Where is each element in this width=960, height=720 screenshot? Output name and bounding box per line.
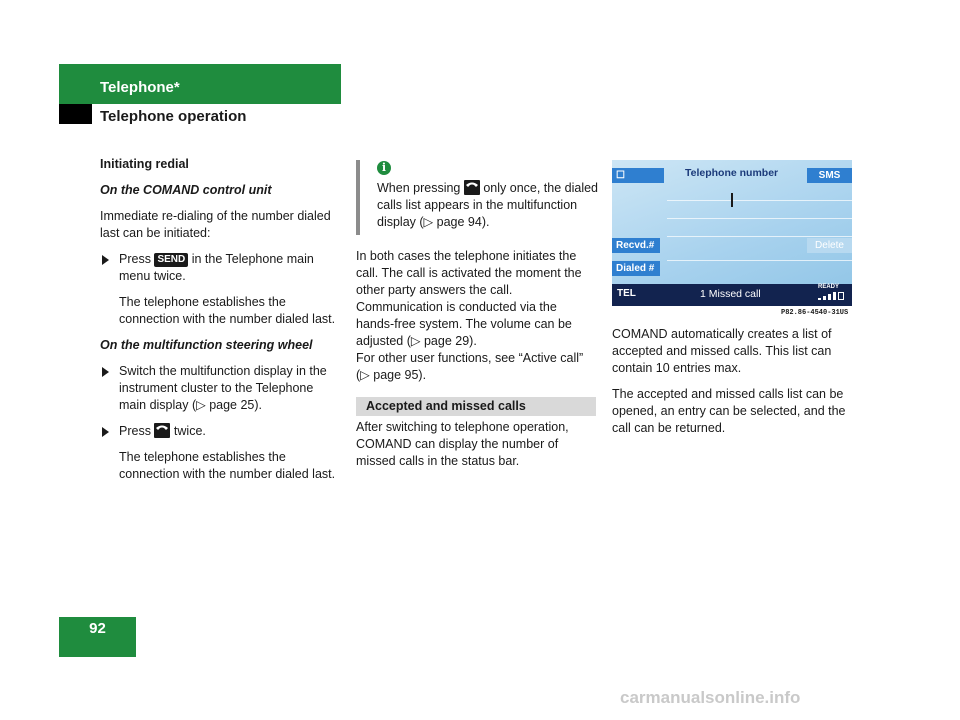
active-call-reference: For other user functions, see “Active ca…: [356, 351, 584, 382]
step-press-phone: Press twice.: [100, 423, 340, 440]
screen-line: [667, 200, 852, 201]
send-key-icon: SEND: [154, 253, 189, 267]
figure-caption: P82.86-4540-31US: [781, 309, 849, 317]
section-heading-accepted-missed: Accepted and missed calls: [366, 399, 526, 413]
screen-title: Telephone number: [685, 167, 779, 179]
middle-column: In both cases the telephone initiates th…: [356, 248, 596, 393]
calls-description-text: In both cases the telephone initiates th…: [356, 249, 582, 348]
screen-ready-label: READY: [818, 284, 840, 290]
screen-line: [667, 218, 852, 219]
screen-dialed-button: Dialed #: [612, 261, 660, 276]
phone-key-icon: [154, 423, 171, 438]
comand-intro-text: Immediate re-dialing of the number diale…: [100, 209, 331, 240]
screen-line: [667, 260, 852, 261]
screen-phonebook-button: ☐: [612, 168, 664, 183]
phonebook-icon: ☐: [616, 170, 625, 181]
phone-key-icon: [463, 180, 480, 195]
heading-initiating-redial: Initiating redial: [100, 157, 189, 171]
comand-display-screenshot: ☐ Telephone number SMS Recvd.# Delete Di…: [612, 160, 852, 306]
missed-calls-text: After switching to telephone operation, …: [356, 420, 569, 468]
step1-result-text: The telephone establishes the connection…: [119, 295, 336, 326]
screen-sms-button: SMS: [807, 168, 852, 183]
heading-steering-wheel: On the multifunction steering wheel: [100, 338, 313, 352]
subsection-title: Telephone operation: [100, 108, 247, 125]
step-switch-display: Switch the multifunction display in the …: [100, 363, 340, 414]
page-number-box: [59, 617, 136, 657]
screen-delete-button: Delete: [807, 238, 852, 253]
calls-list-usage: The accepted and missed calls list can b…: [612, 387, 846, 435]
heading-comand-control-unit: On the COMAND control unit: [100, 183, 272, 197]
screen-status-bar: TEL 1 Missed call READY: [612, 284, 852, 306]
left-column: Initiating redial On the COMAND control …: [100, 156, 340, 492]
step3-result-text: The telephone establishes the connection…: [119, 450, 336, 481]
screen-recvd-button: Recvd.#: [612, 238, 660, 253]
section-title: Telephone*: [100, 79, 180, 96]
bullet-arrow-icon: [102, 255, 109, 265]
info-text: When pressing only once, the dialed call…: [377, 180, 599, 229]
info-box-bar: [356, 160, 360, 235]
bullet-arrow-icon: [102, 427, 109, 437]
screen-missed-calls: 1 Missed call: [700, 288, 761, 300]
screen-line: [667, 236, 852, 237]
screen-tel-label: TEL: [617, 288, 636, 299]
signal-strength-icon: [818, 292, 846, 300]
section-bar: [356, 397, 596, 416]
page-number: 92: [89, 620, 106, 637]
header-band: [59, 64, 341, 104]
watermark: carmanualsonline.info: [620, 688, 801, 707]
screen-cursor: [731, 193, 733, 207]
step-press-send: Press SEND in the Telephone main menu tw…: [100, 251, 340, 285]
info-icon: i: [377, 161, 391, 175]
missed-calls-text-block: After switching to telephone operation, …: [356, 419, 596, 479]
calls-list-description: COMAND automatically creates a list of a…: [612, 327, 832, 375]
header-marker: [59, 104, 92, 124]
bullet-arrow-icon: [102, 367, 109, 377]
right-column: COMAND automatically creates a list of a…: [612, 326, 852, 446]
